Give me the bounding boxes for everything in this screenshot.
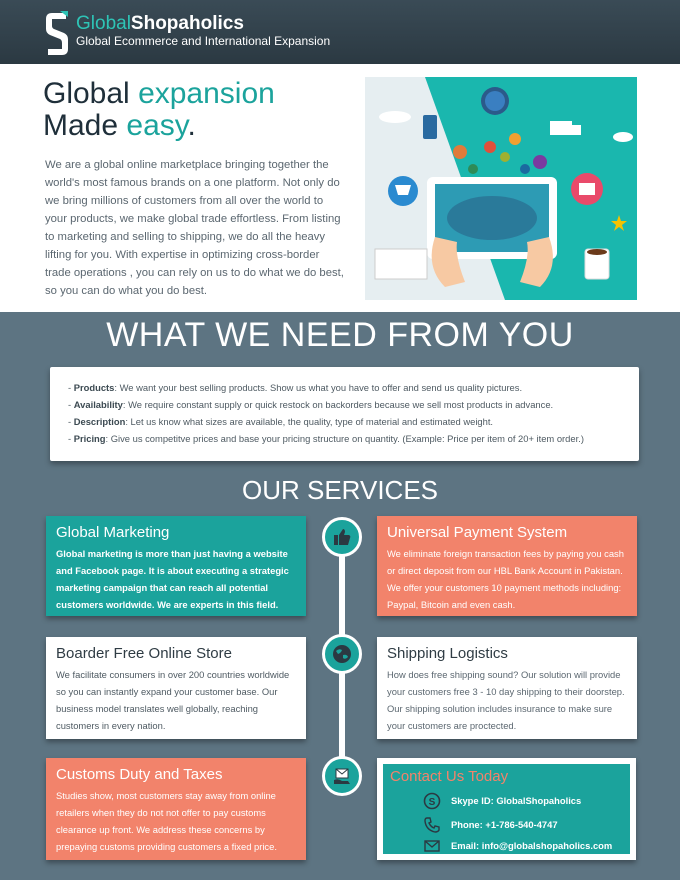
needs-item-label: Products (73, 382, 115, 393)
contact-skype-text: Skype ID: GlobalShopaholics (451, 795, 582, 806)
svg-text:S: S (429, 797, 436, 808)
hero-title: Global expansion Made easy. (43, 78, 275, 142)
contact-card: Contact Us Today S Skype ID: GlobalShopa… (377, 758, 636, 860)
needs-item-text: : We require constant supply or quick re… (122, 399, 554, 410)
header-bar: GlobalShopaholics Global Ecommerce and I… (0, 0, 680, 64)
service-card-title: Boarder Free Online Store (56, 645, 232, 662)
service-card-title: Shipping Logistics (387, 645, 508, 662)
hero-title-period: . (187, 109, 196, 142)
phone-icon (424, 817, 440, 833)
service-card-title: Customs Duty and Taxes (56, 766, 223, 783)
hero-title-accent: easy (126, 109, 188, 142)
globe-icon (333, 645, 351, 663)
service-card-text: Studies show, most customers stay away f… (56, 790, 277, 852)
needs-item-text: : We want your best selling products. Sh… (114, 382, 523, 393)
service-card-customs: Customs Duty and Taxes Studies show, mos… (46, 758, 306, 860)
timeline-node-globe (322, 634, 362, 674)
contact-title: Contact Us Today (390, 768, 509, 785)
service-card-text: How does free shipping sound? Our soluti… (387, 669, 625, 731)
brand-name: GlobalShopaholics (76, 14, 244, 34)
service-card-text: We eliminate foreign transaction fees by… (387, 548, 624, 610)
service-card-text: We facilitate consumers in over 200 coun… (56, 669, 290, 731)
needs-item-label: Pricing (73, 433, 106, 444)
service-card-text: Global marketing is more than just havin… (56, 548, 289, 610)
needs-item-availability: - Availability: We require constant supp… (68, 399, 554, 410)
service-card-title: Universal Payment System (387, 524, 568, 541)
envelope-icon (424, 840, 440, 852)
needs-list-box: - Products: We want your best selling pr… (50, 367, 639, 461)
needs-item-label: Description (73, 416, 126, 427)
ecommerce-illustration (365, 77, 637, 300)
thumbs-up-icon (334, 529, 351, 545)
brand-name-first: Global (76, 13, 131, 34)
service-card-shipping: Shipping Logistics How does free shippin… (377, 637, 637, 739)
hero-section: Global expansion Made easy. We are a glo… (0, 64, 680, 312)
needs-item-pricing: - Pricing: Give us competitve prices and… (68, 433, 584, 444)
brand-name-second: Shopaholics (130, 13, 244, 34)
ecommerce-illustration-icon (374, 77, 637, 300)
service-card-global-marketing: Global Marketing Global marketing is mor… (46, 516, 306, 616)
brand-tagline: Global Ecommerce and International Expan… (76, 34, 331, 48)
skype-icon: S (423, 792, 441, 810)
service-card-title: Global Marketing (56, 524, 170, 541)
needs-item-products: - Products: We want your best selling pr… (68, 382, 523, 393)
needs-item-description: - Description: Let us know what sizes ar… (68, 416, 494, 427)
timeline-node-mail (322, 756, 362, 796)
services-heading: OUR SERVICES (241, 475, 438, 505)
shopaholics-logo-icon (46, 11, 68, 55)
service-card-online-store: Boarder Free Online Store We facilitate … (46, 637, 306, 739)
contact-phone-text: Phone: +1-786-540-4747 (451, 819, 558, 830)
needs-item-text: : Let us know what sizes are available, … (125, 416, 494, 427)
needs-item-text: : Give us competitve prices and base you… (105, 433, 584, 444)
hero-title-word: Made (43, 109, 119, 142)
hand-mail-icon (334, 768, 350, 784)
hero-title-accent: expansion (138, 77, 275, 110)
contact-email-text: Email: info@globalshopaholics.com (451, 840, 613, 851)
needs-item-label: Availability (73, 399, 123, 410)
hero-paragraph: We are a global online marketplace bring… (45, 159, 344, 297)
hero-title-word: Global (43, 77, 130, 110)
timeline-node-thumbs (322, 517, 362, 557)
service-card-payment: Universal Payment System We eliminate fo… (377, 516, 637, 616)
needs-heading: WHAT WE NEED FROM YOU (106, 316, 574, 354)
